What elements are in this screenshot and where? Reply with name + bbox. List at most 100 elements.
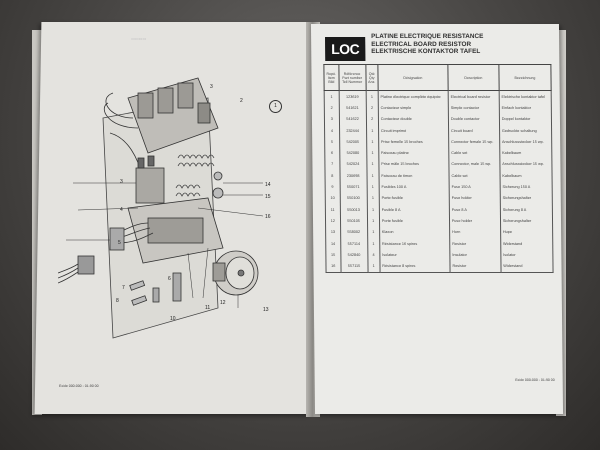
cell-bezeichnung: Doppel kontaktor — [499, 113, 552, 125]
right-page: LOC PLATINE ELECTRIQUE RESISTANCE ELECTR… — [310, 24, 564, 414]
cell-description: Cable set — [448, 170, 500, 182]
cell-description: Circuit board — [448, 124, 500, 137]
cell-bezeichnung: Anschlussstecker 15 wp. — [499, 136, 552, 148]
cell-ref: 12 — [325, 215, 341, 227]
cell-part-number: 542840 — [340, 249, 368, 261]
cell-part-number: 541622 — [338, 113, 367, 125]
loc-logo: LOC — [325, 37, 366, 61]
callout-13: 13 — [263, 307, 269, 313]
cell-description: Resistor — [449, 237, 501, 250]
cell-qty: 1 — [366, 170, 379, 182]
cell-designation: Résistance 8 spires — [379, 260, 451, 273]
cell-description: Insulator — [449, 249, 501, 261]
callout-2: 2 — [240, 98, 243, 104]
cell-bezeichnung: Anschlussstecker 15 wp. — [499, 158, 552, 171]
cell-ref: 15 — [325, 249, 341, 261]
cell-qty: 1 — [366, 147, 379, 159]
callout-10: 10 — [170, 316, 176, 322]
title-fr: PLATINE ELECTRIQUE RESISTANCE — [371, 33, 484, 40]
cell-qty: 1 — [367, 215, 380, 227]
cell-part-number: 123619 — [338, 90, 366, 103]
cell-description: Fuse holder — [449, 215, 501, 227]
cell-qty: 1 — [367, 226, 380, 238]
cell-designation: Faisceau de timon — [378, 170, 450, 182]
cell-description: Fuse 8 A — [449, 203, 501, 216]
cell-qty: 1 — [366, 181, 380, 193]
cell-part-number: 230698 — [339, 170, 367, 182]
cell-ref: 1 — [324, 90, 339, 103]
callout-3: 3 — [120, 179, 123, 185]
title-en: ELECTRICAL BOARD RESISTOR — [371, 40, 472, 48]
cell-ref: 4 — [324, 124, 340, 137]
callout-11: 11 — [205, 305, 211, 311]
cell-bezeichnung: Widerstand — [500, 260, 554, 273]
table-header-row: Repè. Item Bild Référence Part number Te… — [323, 64, 552, 91]
cell-ref: 11 — [325, 203, 341, 216]
cell-bezeichnung: Widerstand — [500, 237, 553, 250]
cell-bezeichnung: Hupe — [500, 226, 553, 238]
left-page-footer: Exide 000-000 - 01-90 00 — [59, 384, 99, 388]
cell-part-number: 550100 — [339, 192, 367, 204]
cell-part-number: 550105 — [340, 215, 368, 227]
page-titles: PLATINE ELECTRIQUE RESISTANCE ELECTRICAL… — [371, 33, 484, 56]
cell-part-number: 550013 — [339, 203, 368, 216]
callout-15: 15 — [265, 194, 271, 200]
cell-ref: 6 — [324, 147, 340, 159]
cell-qty: 1 — [365, 90, 379, 103]
exploded-parts-diagram — [58, 77, 264, 339]
callout-3-top: 3 — [210, 84, 213, 90]
bleed-through-text: ▭▭▭▭ — [131, 36, 147, 41]
cell-designation: Fusibles 100 A — [378, 181, 450, 193]
cell-ref: 9 — [325, 181, 340, 193]
callout-5: 5 — [118, 240, 121, 246]
callout-12: 12 — [220, 300, 226, 306]
cell-designation: Contacteur simple — [378, 102, 449, 114]
cell-qty: 2 — [365, 113, 379, 125]
callout-4: 4 — [120, 207, 123, 213]
callout-8: 8 — [116, 298, 119, 304]
cell-description: Electrical board resistor — [448, 90, 500, 103]
callout-7: 7 — [122, 285, 125, 291]
header-designation: Désignation — [377, 64, 449, 91]
callout-14: 14 — [265, 182, 271, 188]
cell-part-number: 550071 — [339, 181, 367, 193]
cell-ref: 3 — [324, 113, 340, 125]
cell-designation: Porte fusible — [379, 215, 450, 227]
cell-designation: Prise femelle 15 broches — [378, 136, 449, 148]
cell-bezeichnung: Elektrische kontaktor tafel — [498, 90, 552, 103]
cell-bezeichnung: Sicherung 150 A — [499, 181, 553, 193]
cell-bezeichnung: Gedruckte schaltung — [499, 124, 552, 137]
cell-bezeichnung: Sicherung 8 A — [500, 203, 553, 216]
cell-description: Connector female 15 wp. — [448, 136, 500, 148]
cell-designation: Contacteur double — [378, 113, 449, 125]
cell-bezeichnung: Sicherungshalter — [500, 215, 553, 227]
cell-description: Fuse holder — [449, 192, 501, 204]
cell-ref: 16 — [325, 260, 341, 273]
callout-16: 16 — [265, 214, 271, 220]
cell-designation: Porte-fusible — [379, 192, 450, 204]
header-ref: Repè. Item Bild — [323, 64, 339, 91]
cell-designation: Isolateur — [379, 249, 450, 261]
cell-designation: Prise mâle 15 broches — [378, 158, 449, 171]
cell-description: Fuse 150 A — [449, 181, 501, 193]
cell-ref: 7 — [324, 158, 340, 171]
cell-ref: 8 — [324, 170, 340, 182]
title-de: ELEKTRISCHE KONTAKTOR TAFEL — [371, 48, 481, 55]
cell-designation: Fusible 8 A — [379, 203, 450, 216]
cell-part-number: 557114 — [340, 237, 368, 250]
cell-bezeichnung: Sicherungshalter — [500, 192, 553, 204]
cell-ref: 2 — [324, 102, 339, 114]
cell-qty: 1 — [367, 260, 380, 273]
cell-bezeichnung: Einfach kontaktor — [499, 102, 552, 114]
header-bezeichnung: Bezeichnung — [498, 64, 552, 91]
